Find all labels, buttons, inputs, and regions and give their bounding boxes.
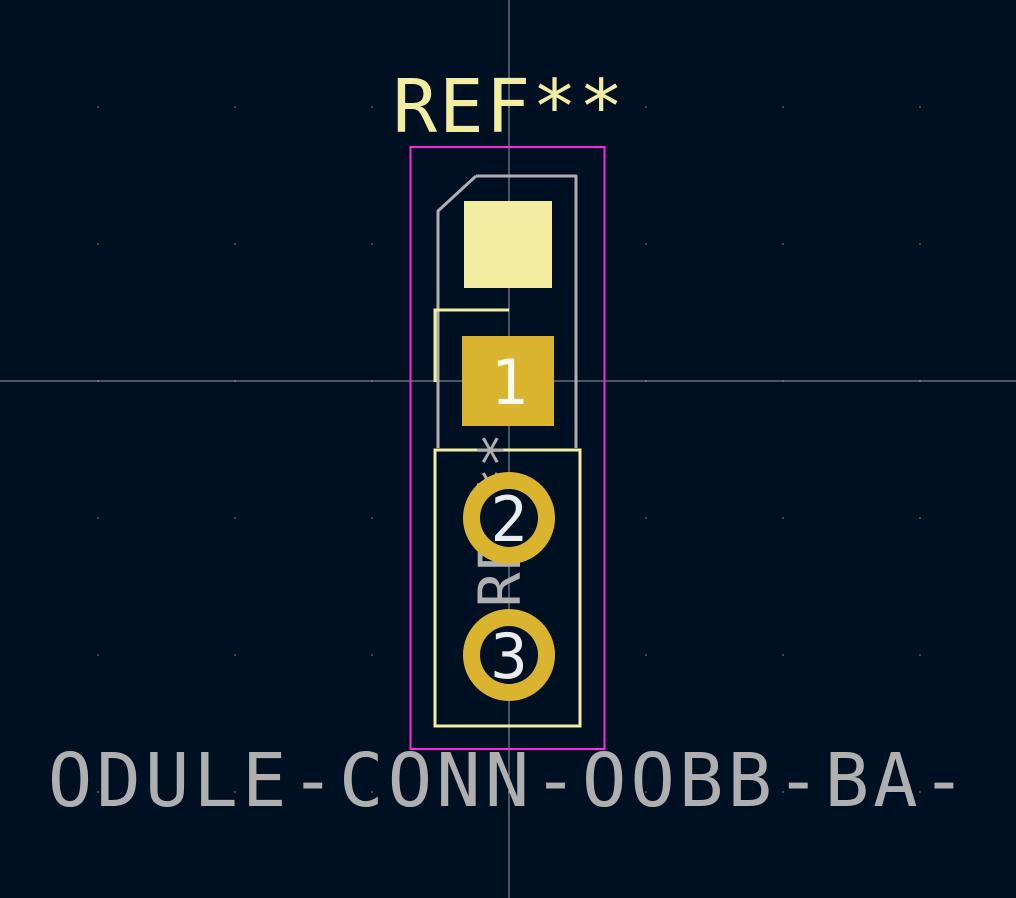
grid-dot: [97, 654, 99, 656]
pad-3-number: 3: [490, 620, 527, 693]
reference-label[interactable]: REF**: [393, 64, 626, 150]
silkscreen-outline: [433, 448, 582, 728]
footprint[interactable]: REF** REF** 1 2 3 ODULE-CONN-OOBB-BA-: [48, 64, 970, 824]
grid-dot: [97, 106, 99, 108]
grid-dot: [234, 243, 236, 245]
grid-dot: [782, 106, 784, 108]
grid-dot: [782, 517, 784, 519]
grid-dot: [645, 654, 647, 656]
grid-dot: [782, 791, 784, 793]
pad-3-drill: [480, 626, 538, 684]
grid-dot: [919, 791, 921, 793]
grid-dot: [234, 517, 236, 519]
grid-dot: [645, 517, 647, 519]
pad-2-number: 2: [490, 483, 527, 556]
silkscreen-marker: [464, 201, 552, 288]
grid-dot: [234, 106, 236, 108]
grid-dot: [645, 243, 647, 245]
grid-dot: [645, 791, 647, 793]
silkscreen-pin1-marker: [433, 308, 509, 382]
grid-dot: [234, 654, 236, 656]
fab-outline: [436, 174, 578, 448]
grid-dot: [371, 654, 373, 656]
grid-dot: [371, 791, 373, 793]
pad-1-hole: [483, 355, 535, 407]
grid-dot: [919, 517, 921, 519]
pad-1-number: 1: [490, 346, 527, 419]
grid-dot: [782, 654, 784, 656]
courtyard-outline: [409, 146, 606, 750]
grid-dot: [371, 517, 373, 519]
grid-dot: [919, 106, 921, 108]
grid-dot: [919, 654, 921, 656]
grid-dot: [234, 791, 236, 793]
grid-dot: [919, 243, 921, 245]
grid-dot: [782, 243, 784, 245]
value-label[interactable]: ODULE-CONN-OOBB-BA-: [48, 738, 970, 824]
grid-dot: [97, 517, 99, 519]
grid-dot: [97, 791, 99, 793]
grid-dot: [371, 243, 373, 245]
grid-dot: [371, 106, 373, 108]
pad-2-drill: [480, 489, 538, 547]
grid-dot: [97, 243, 99, 245]
grid-dot: [645, 106, 647, 108]
